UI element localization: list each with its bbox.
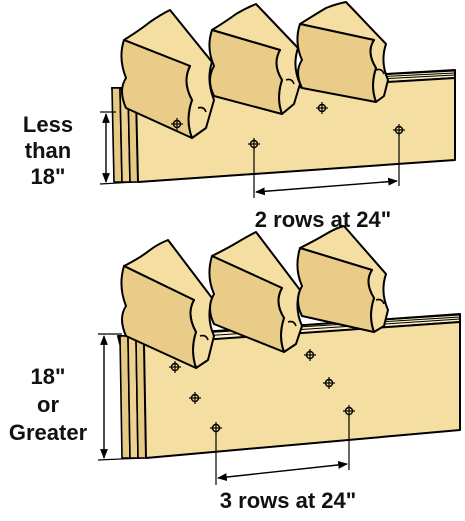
- bottom-joist-1: [120, 239, 215, 369]
- top-joist-1: [120, 9, 215, 139]
- bottom-height-label-line-2: or: [37, 392, 59, 417]
- top-spacing-label: 2 rows at 24": [255, 207, 391, 232]
- bottom-height-dimension: [97, 333, 145, 461]
- top-height-label-line-2: than: [25, 138, 71, 163]
- top-height-dimension: [99, 111, 137, 185]
- dimension-arrow-icon: [217, 461, 348, 481]
- bolt-marker-icon: [171, 118, 183, 130]
- bottom-spacing-label: 3 rows at 24": [220, 488, 356, 513]
- bottom-height-label-line-3: Greater: [9, 420, 88, 445]
- bolt-marker-icon: [304, 349, 316, 361]
- bolt-marker-icon: [343, 405, 355, 417]
- bolt-marker-icon: [169, 361, 181, 373]
- dimension-arrow-icon: [255, 177, 398, 196]
- top-height-label-line-3: 18": [31, 164, 66, 189]
- bottom-spacing-dimension: [215, 415, 350, 485]
- top-joist-3: [296, 1, 389, 103]
- top-spacing-dimension: [253, 134, 400, 198]
- top-height-label-line-1: Less: [23, 112, 73, 137]
- bottom-beam-front-face: [143, 321, 461, 459]
- bolt-marker-icon: [316, 102, 328, 114]
- bolt-marker-icon: [189, 392, 201, 404]
- bottom-joist-3: [296, 225, 389, 333]
- bolt-marker-icon: [323, 377, 335, 389]
- bottom-height-label-line-1: 18": [31, 364, 66, 389]
- bottom-diagram: 18" or Greater 3 rows at 24": [9, 225, 461, 513]
- bottom-joist-2: [208, 231, 303, 353]
- top-joist-2: [208, 3, 301, 115]
- bolt-marker-icon: [248, 138, 260, 150]
- top-diagram: Less than 18" 2 rows at 24": [23, 1, 456, 232]
